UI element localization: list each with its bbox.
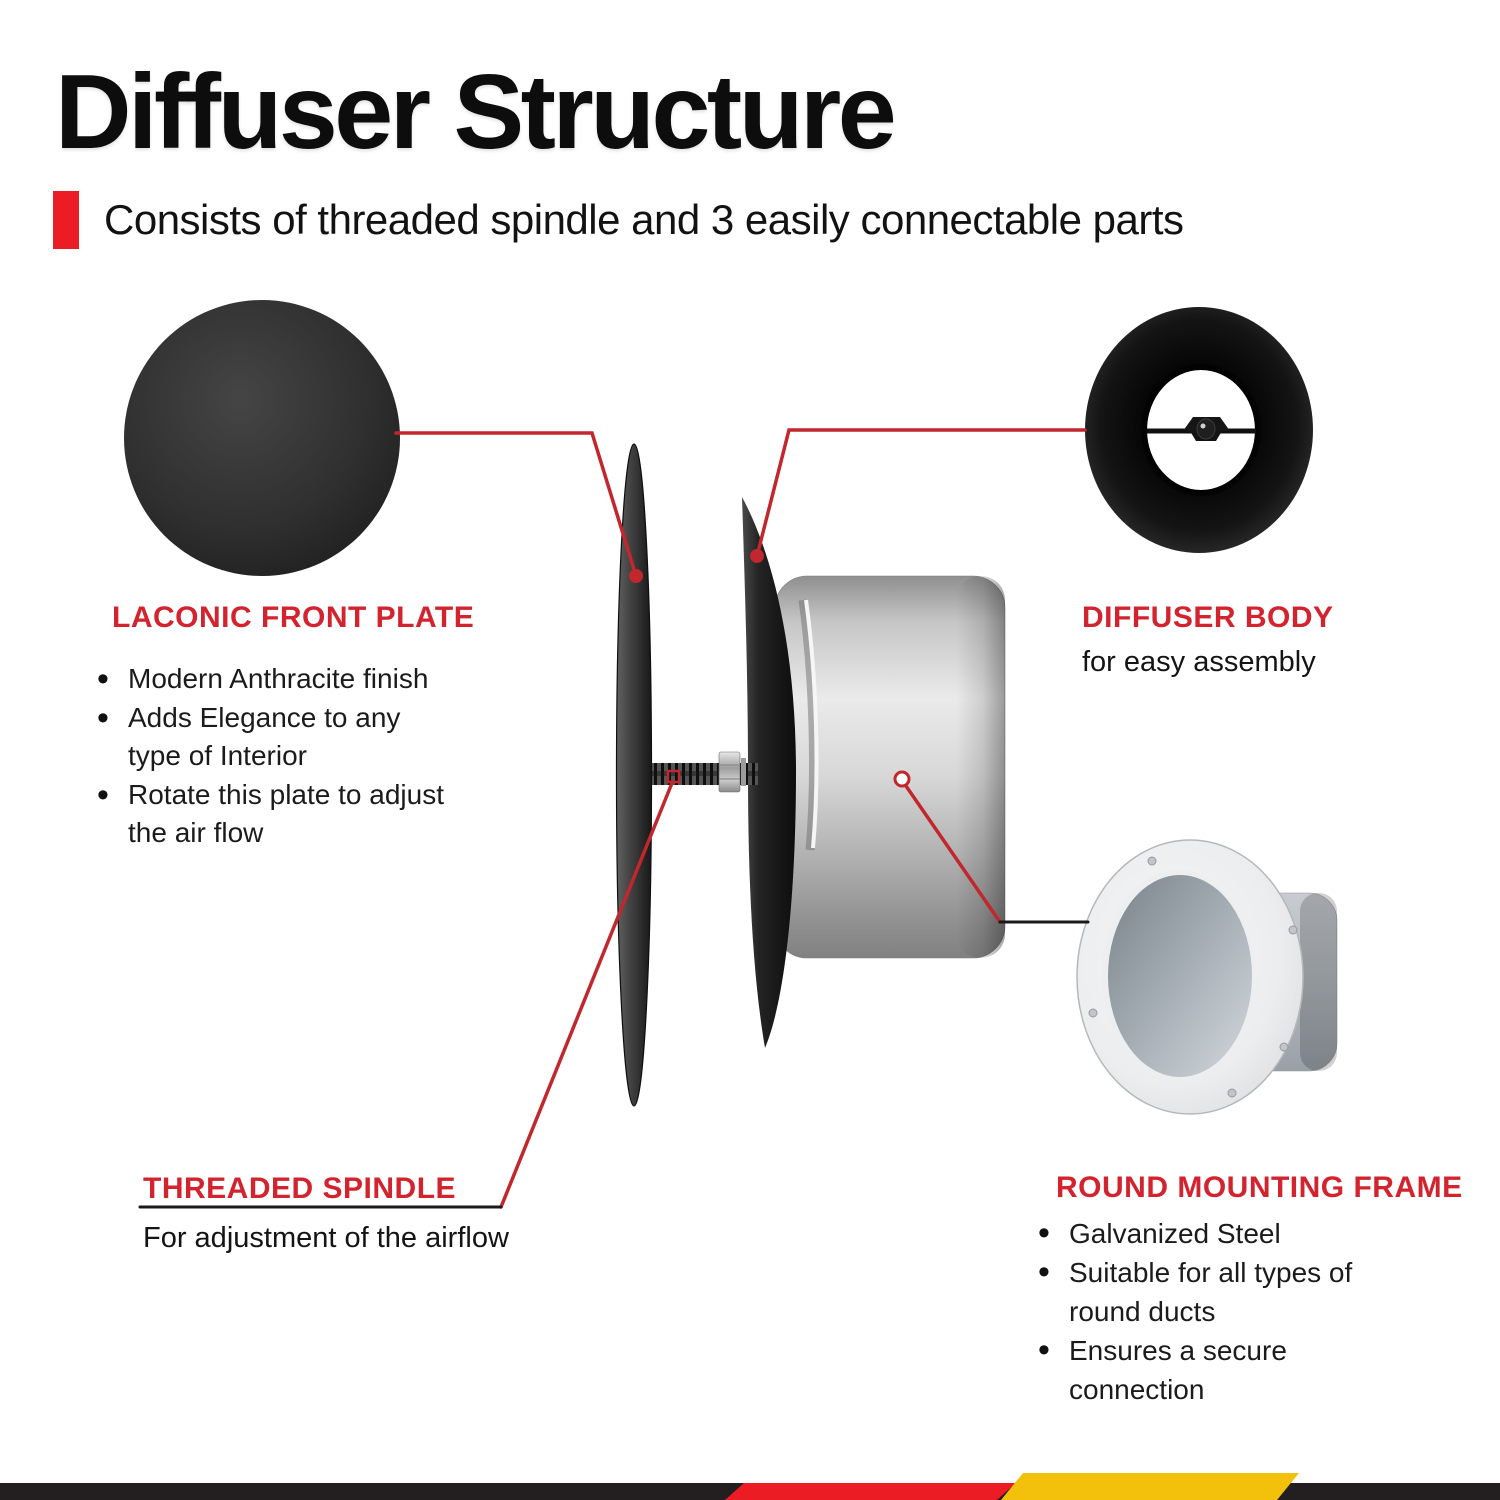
list-item: Adds Elegance to any type of Interior <box>95 699 525 776</box>
threaded-spindle-heading: THREADED SPINDLE <box>143 1172 457 1205</box>
frame-rivet-hole <box>1227 1088 1237 1098</box>
mounting-frame-photo <box>1076 839 1338 1115</box>
cylinder-back-rim <box>956 576 1005 958</box>
cylinder-seam-highlight <box>804 599 819 849</box>
footer-red-stripe <box>725 1483 1016 1500</box>
list-item: Modern Anthracite finish <box>95 660 525 699</box>
footer-stripe <box>0 1473 1500 1500</box>
mounting-frame-bullet-3: Ensures a secure connection <box>1069 1335 1287 1405</box>
callout-line-mounting-frame <box>904 784 1002 924</box>
spindle-washer <box>741 758 746 786</box>
footer-yellow-stripe <box>1001 1473 1299 1500</box>
subtitle-text: Consists of threaded spindle and 3 easil… <box>104 196 1184 243</box>
body-ring-nut <box>1196 418 1216 440</box>
diffuser-body-heading: DIFFUSER BODY <box>1082 601 1334 634</box>
list-item: Suitable for all types of round ducts <box>1036 1253 1476 1331</box>
callout-lines <box>138 428 1090 1209</box>
mounting-frame-bullet-list: Galvanized Steel Suitable for all types … <box>1036 1214 1476 1409</box>
front-plate-photo <box>124 300 400 576</box>
assembly-front-plate-edge <box>615 443 653 1107</box>
feature-front-plate: LACONIC FRONT PLATE <box>112 601 474 635</box>
front-plate-bullet-1: Modern Anthracite finish <box>128 663 429 694</box>
callout-dot-diffuser-body <box>750 549 764 563</box>
front-plate-bullet-2: Adds Elegance to any type of Interior <box>128 701 401 772</box>
callout-line-spindle <box>499 781 674 1209</box>
frame-duct-cylinder-rim <box>1300 893 1337 1071</box>
callout-line-diffuser-body <box>755 428 1087 558</box>
spindle-core-shadow <box>646 771 758 776</box>
frame-rivet-hole <box>1288 925 1298 935</box>
callout-marker-spindle <box>666 769 681 784</box>
callout-line-front-plate <box>394 431 638 578</box>
frame-rivet-hole <box>1088 1008 1098 1018</box>
feature-diffuser-body: DIFFUSER BODY for easy assembly <box>1082 601 1334 679</box>
feature-threaded-spindle: THREADED SPINDLE For adjustment of the a… <box>143 1172 509 1255</box>
cylinder-seam-shadow <box>798 599 818 851</box>
diffuser-body-photo <box>1085 307 1313 553</box>
list-item: Rotate this plate to adjust the air flow <box>95 776 525 853</box>
front-plate-bullet-3: Rotate this plate to adjust the air flow <box>128 778 444 849</box>
mounting-frame-bullet-2: Suitable for all types of round ducts <box>1069 1257 1353 1327</box>
front-plate-bullet-list: Modern Anthracite finish Adds Elegance t… <box>95 660 525 853</box>
frame-rivet-hole <box>1279 1042 1289 1052</box>
assembly-body-flange <box>742 497 796 1048</box>
list-item: Galvanized Steel <box>1036 1214 1476 1253</box>
callout-marker-mounting-frame <box>893 770 911 788</box>
threaded-spindle-description: For adjustment of the airflow <box>143 1222 509 1254</box>
frame-bore <box>1108 875 1252 1077</box>
main-assembly-photo <box>615 443 1006 1107</box>
list-item: Ensures a secure connection <box>1036 1331 1476 1409</box>
callout-dot-front-plate <box>629 569 643 583</box>
subtitle: Consists of threaded spindle and 3 easil… <box>53 191 1184 249</box>
diffuser-body-description: for easy assembly <box>1082 646 1316 678</box>
feature-mounting-frame: ROUND MOUNTING FRAME <box>1056 1171 1463 1205</box>
front-plate-heading: LACONIC FRONT PLATE <box>112 601 475 634</box>
assembly-hex-nut <box>718 751 741 793</box>
body-ring-nut-highlight <box>1200 423 1206 429</box>
mounting-frame-heading: ROUND MOUNTING FRAME <box>1056 1171 1463 1204</box>
page-title: Diffuser Structure <box>55 53 897 171</box>
mounting-frame-bullet-1: Galvanized Steel <box>1069 1218 1281 1249</box>
body-ring-inner-lip <box>1141 364 1261 496</box>
frame-rivet-hole <box>1147 856 1157 866</box>
subtitle-accent-bar <box>53 191 79 249</box>
